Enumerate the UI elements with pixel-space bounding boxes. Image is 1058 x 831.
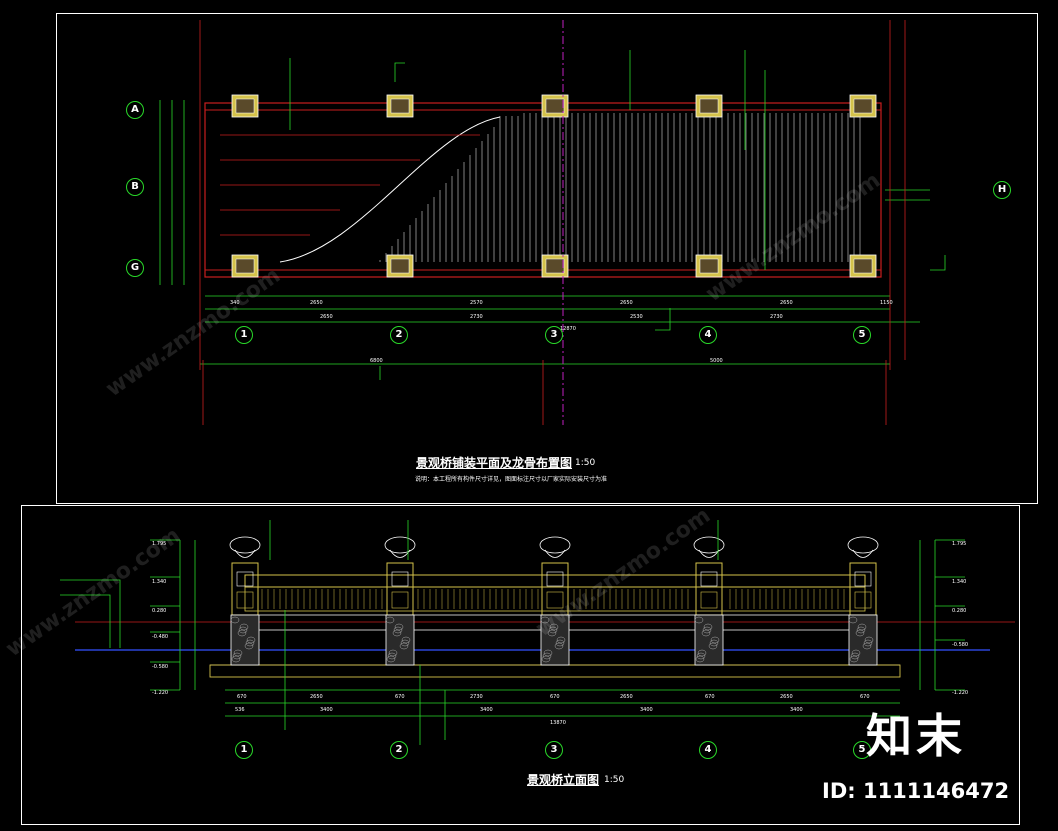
svg-text:2650: 2650 xyxy=(310,694,323,700)
elevation-pier xyxy=(229,536,261,666)
svg-text:1.340: 1.340 xyxy=(952,579,966,585)
svg-text:1.795: 1.795 xyxy=(952,541,966,547)
plan-post xyxy=(386,94,414,118)
svg-text:2730: 2730 xyxy=(770,314,783,320)
plan-scale: 1:50 xyxy=(575,458,596,468)
elevation-scale: 1:50 xyxy=(604,775,625,785)
elevation-title: 景观桥立面图 xyxy=(527,773,600,787)
plan-frame xyxy=(56,13,1038,504)
curve-edge xyxy=(279,116,501,263)
svg-text:670: 670 xyxy=(550,694,560,700)
svg-text:-0.580: -0.580 xyxy=(952,642,968,648)
elevation-posts xyxy=(229,536,879,666)
axis-5-plan: 5 xyxy=(853,326,871,344)
elevation-pier xyxy=(539,536,571,666)
svg-text:3400: 3400 xyxy=(480,707,493,713)
plan-post xyxy=(695,254,723,278)
elevation-pier xyxy=(384,536,416,666)
svg-text:2730: 2730 xyxy=(470,694,483,700)
axis-1-elevation: 1 xyxy=(235,741,253,759)
axis-G: G xyxy=(126,259,144,277)
svg-text:2650: 2650 xyxy=(310,300,323,306)
svg-text:2650: 2650 xyxy=(780,300,793,306)
svg-text:2650: 2650 xyxy=(780,694,793,700)
svg-text:5000: 5000 xyxy=(710,358,723,364)
svg-text:340: 340 xyxy=(230,300,240,306)
elevation-drawing: 670 2650 670 2730 670 2650 670 2650 670 536 340… xyxy=(60,520,1015,745)
svg-text:2650: 2650 xyxy=(620,694,633,700)
svg-text:670: 670 xyxy=(395,694,405,700)
plan-title: 景观桥铺装平面及龙骨布置图 xyxy=(416,456,573,470)
railing-bars xyxy=(261,589,845,609)
axis-4-plan: 4 xyxy=(699,326,717,344)
plan-post xyxy=(231,254,259,278)
svg-text:-0.580: -0.580 xyxy=(152,664,168,670)
axis-2-plan: 2 xyxy=(390,326,408,344)
svg-text:-1.220: -1.220 xyxy=(152,690,168,696)
plan-post xyxy=(849,254,877,278)
deck-slats xyxy=(379,113,861,262)
axis-H: H xyxy=(993,181,1011,199)
elevation-pier xyxy=(693,536,725,666)
svg-text:1.795: 1.795 xyxy=(152,541,166,547)
axis-B: B xyxy=(126,178,144,196)
svg-text:13870: 13870 xyxy=(550,720,566,726)
axis-4-elevation: 4 xyxy=(699,741,717,759)
plan-post xyxy=(849,94,877,118)
plan-post xyxy=(695,94,723,118)
svg-text:1.340: 1.340 xyxy=(152,579,166,585)
svg-text:536: 536 xyxy=(235,707,245,713)
svg-text:3400: 3400 xyxy=(320,707,333,713)
axis-2-elevation: 2 xyxy=(390,741,408,759)
svg-text:2650: 2650 xyxy=(620,300,633,306)
svg-text:12870: 12870 xyxy=(560,326,576,332)
elevation-frame xyxy=(21,505,1020,825)
foundation xyxy=(209,664,901,678)
plan-post xyxy=(386,254,414,278)
svg-text:670: 670 xyxy=(860,694,870,700)
elevation-pier xyxy=(847,536,879,666)
svg-text:0.280: 0.280 xyxy=(152,608,166,614)
plan-post xyxy=(541,254,569,278)
axis-3-elevation: 3 xyxy=(545,741,563,759)
plan-post xyxy=(231,94,259,118)
plan-posts xyxy=(231,94,877,278)
watermark-logo: 知末 xyxy=(866,709,966,763)
svg-text:2530: 2530 xyxy=(630,314,643,320)
svg-text:3400: 3400 xyxy=(640,707,653,713)
svg-text:-1.220: -1.220 xyxy=(952,690,968,696)
axis-A: A xyxy=(126,101,144,119)
axis-5-elevation: 5 xyxy=(853,741,871,759)
svg-text:3400: 3400 xyxy=(790,707,803,713)
plan-post xyxy=(541,94,569,118)
plan-drawing: 340 2650 2570 2650 2650 1150 2650 2730 2530 273… xyxy=(159,20,946,425)
svg-text:0.280: 0.280 xyxy=(952,608,966,614)
axis-1-plan: 1 xyxy=(235,326,253,344)
axis-3-plan: 3 xyxy=(545,326,563,344)
svg-text:-0.480: -0.480 xyxy=(152,634,168,640)
svg-text:2570: 2570 xyxy=(470,300,483,306)
svg-text:670: 670 xyxy=(237,694,247,700)
svg-text:2650: 2650 xyxy=(320,314,333,320)
svg-text:1150: 1150 xyxy=(880,300,893,306)
watermark-id: ID: 1111146472 xyxy=(822,779,1010,803)
svg-text:6800: 6800 xyxy=(370,358,383,364)
plan-note: 说明：本工程所有构件尺寸详见，图面标注尺寸以厂家实际安装尺寸为准 xyxy=(415,476,608,483)
svg-text:2730: 2730 xyxy=(470,314,483,320)
svg-text:670: 670 xyxy=(705,694,715,700)
